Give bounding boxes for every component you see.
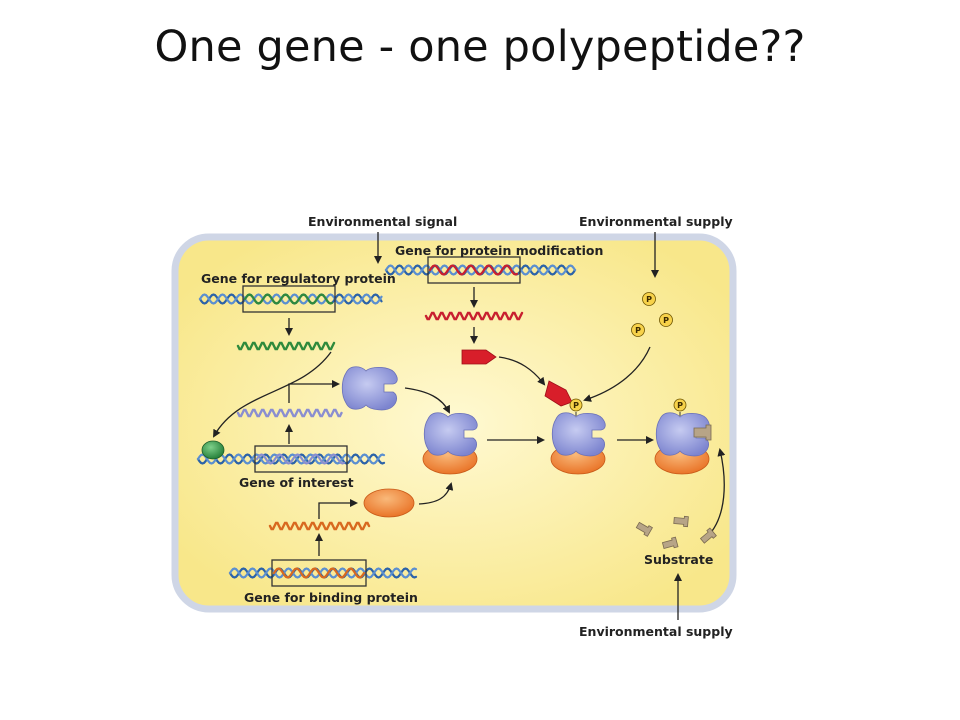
- label-gene-protein-modification: Gene for protein modification: [395, 243, 603, 258]
- modifier-protein-free: [461, 349, 497, 365]
- label-gene-of-interest: Gene of interest: [239, 475, 354, 490]
- modifier-protein-acting: [544, 380, 573, 407]
- label-environmental-signal: Environmental signal: [308, 214, 457, 229]
- free-phosphate-3-label: P: [663, 316, 669, 325]
- protein-complex-with-substrate: P: [654, 398, 712, 475]
- complex3-bound-substrate: [693, 424, 712, 441]
- dna-regulatory-strand-b: [198, 293, 383, 305]
- free-phosphates: P P P: [631, 292, 673, 337]
- arrow-interest-translation: [288, 380, 340, 403]
- dna-interest-gene-strand: [255, 453, 346, 465]
- label-gene-binding-protein: Gene for binding protein: [244, 590, 418, 605]
- complex3-phosphate: [673, 398, 687, 412]
- free-phosphate-2-label: P: [635, 326, 641, 335]
- arrow-modifier-approach: [498, 356, 546, 386]
- regulatory-protein-bound: [201, 440, 225, 460]
- label-environmental-supply-top: Environmental supply: [579, 214, 733, 229]
- dna-regulatory-gene-strand: [243, 293, 334, 305]
- orange-binding-protein-free: [363, 488, 415, 518]
- dna-protein-modification-gene-strand: [428, 264, 519, 276]
- complex3-lavender-subunit: [655, 412, 710, 457]
- lavender-protein-free: [341, 366, 398, 411]
- dna-interest-strand-b: [196, 453, 386, 465]
- substrate-molecule-3: [661, 536, 679, 549]
- mrna-interest: [236, 408, 343, 418]
- complex2-lavender-subunit: [551, 412, 606, 457]
- arrow-orange-to-complex: [418, 482, 454, 505]
- complex3-phosphate-label: P: [677, 401, 683, 410]
- free-phosphate-1-label: P: [646, 295, 652, 304]
- arrow-phosphate-to-complex: [583, 346, 651, 402]
- complex1-lavender-subunit: [423, 412, 478, 457]
- free-phosphate-2: [631, 323, 645, 337]
- label-substrate: Substrate: [644, 552, 713, 567]
- substrate-molecule-4: [699, 527, 717, 544]
- gene-box-regulatory: [242, 285, 336, 313]
- slide-title: One gene - one polypeptide??: [154, 22, 806, 72]
- arrow-binding-translation: [318, 499, 358, 519]
- substrate-molecule-2: [673, 515, 689, 528]
- protein-complex-unmodified: [422, 412, 478, 475]
- gene-box-binding-protein: [271, 559, 367, 587]
- mrna-protein-modification: [424, 311, 524, 321]
- gene-box-interest: [254, 445, 348, 473]
- label-environmental-supply-bottom: Environmental supply: [579, 624, 733, 639]
- free-phosphate-3: [659, 313, 673, 327]
- arrow-regulator-to-gene: [213, 351, 332, 438]
- arrow-lavender-to-complex: [404, 387, 450, 414]
- complex2-phosphate: [569, 398, 583, 412]
- substrate-molecule-1: [635, 521, 653, 537]
- free-substrates: [635, 515, 717, 549]
- mrna-binding-protein: [268, 521, 371, 531]
- dna-binding-protein-strand-b: [228, 567, 418, 579]
- label-gene-regulatory-protein: Gene for regulatory protein: [201, 271, 396, 286]
- gene-box-protein-modification: [427, 256, 521, 284]
- dna-binding-protein-gene-strand: [272, 567, 366, 579]
- protein-complex-phosphorylated: P: [550, 398, 606, 475]
- mrna-regulatory: [236, 341, 336, 351]
- complex2-phosphate-label: P: [573, 401, 579, 410]
- free-phosphate-1: [642, 292, 656, 306]
- dna-protein-modification-strand-b: [384, 264, 577, 276]
